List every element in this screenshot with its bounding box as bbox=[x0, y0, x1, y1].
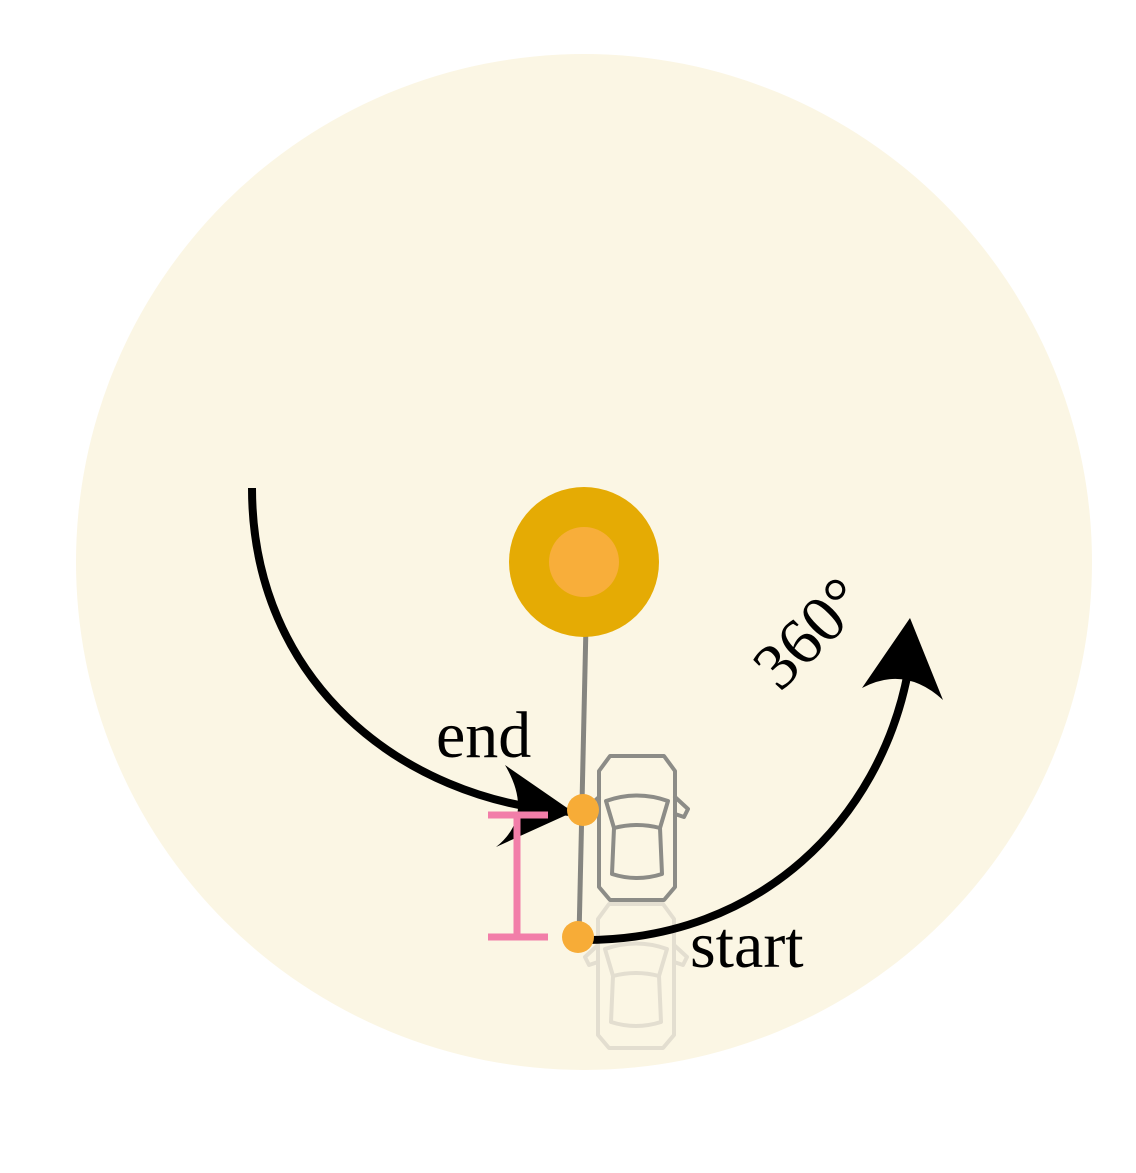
end-marker bbox=[567, 794, 599, 826]
start-marker bbox=[562, 921, 594, 953]
scale-bar bbox=[488, 811, 548, 941]
pole bbox=[576, 624, 589, 938]
start-arrow-head bbox=[862, 618, 943, 700]
end-label: end bbox=[436, 699, 531, 772]
start-arrow-arc bbox=[584, 671, 912, 944]
sun-icon bbox=[509, 487, 659, 637]
end-arrow-arc bbox=[248, 487, 571, 816]
start-arrow bbox=[584, 618, 943, 944]
start-label: start bbox=[690, 909, 804, 982]
sun-inner-disc bbox=[549, 527, 619, 597]
